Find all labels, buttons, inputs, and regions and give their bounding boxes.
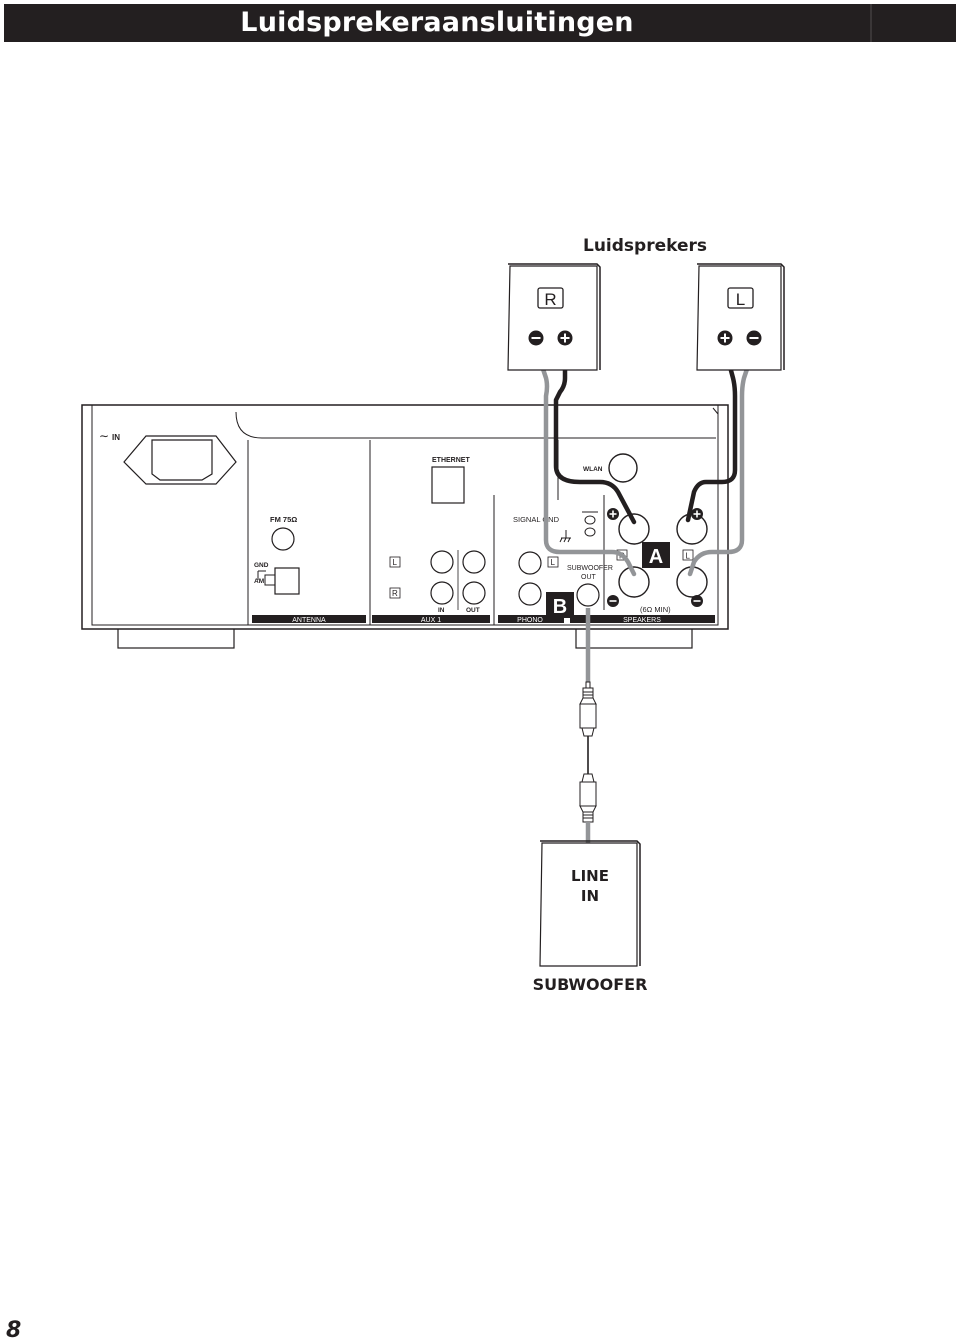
marker-a-box: [642, 542, 670, 568]
panel-plus-icon-l: [691, 508, 703, 520]
cable-l-minus: [687, 345, 757, 577]
speaker-terminal-r-plus[interactable]: [618, 513, 650, 545]
speakers-heading: Luidsprekers: [582, 236, 707, 256]
aux-out-l-jack[interactable]: [462, 550, 486, 574]
phono-l-jack[interactable]: [518, 551, 542, 575]
aux-l-box: [389, 556, 401, 568]
antenna-bar: [252, 615, 366, 623]
ac-in-label: IN: [112, 433, 120, 442]
phono-r-jack[interactable]: [518, 582, 542, 606]
aux-r-box: [389, 587, 401, 599]
speaker-left-label: L: [736, 290, 745, 309]
wlan-antenna-jack[interactable]: [608, 453, 638, 483]
aux-in-r-jack[interactable]: [430, 581, 454, 605]
subwoofer-out-jack[interactable]: [576, 583, 600, 607]
phono-l-label: L: [551, 558, 556, 567]
fm-terminal[interactable]: [271, 527, 295, 551]
phono-l-box: [547, 556, 559, 568]
subwoofer-caption: SUBWOOFER: [533, 975, 648, 994]
aux-in-l-jack[interactable]: [430, 550, 454, 574]
gnd-label: GND: [254, 562, 269, 569]
ac-tilde-icon: ∼: [99, 429, 109, 443]
subwoofer-out-label-1: SUBWOOFER: [567, 565, 613, 572]
ground-icon: [559, 530, 571, 543]
fm-label: FM 75Ω: [270, 515, 297, 524]
signal-gnd-label: SIGNAL GND: [513, 515, 560, 524]
speaker-right-minus-icon: [528, 330, 544, 346]
subwoofer-out-label-2: OUT: [581, 574, 597, 581]
page-title: Luidsprekeraansluitingen: [240, 7, 634, 38]
ac-inlet: [123, 435, 237, 485]
subwoofer-box: [539, 840, 641, 967]
ethernet-label: ETHERNET: [432, 457, 470, 464]
antenna-label: ANTENNA: [292, 617, 326, 624]
speaker-left-plus-icon: [717, 330, 733, 346]
aux-label: AUX 1: [421, 617, 441, 624]
subwoofer-in-label: IN: [581, 887, 599, 905]
panel-minus-icon-l: [691, 595, 703, 607]
panel-minus-icon-r: [607, 595, 619, 607]
speaker-left: [696, 263, 785, 371]
marker-b-label: B: [553, 596, 567, 618]
amplifier-rear-panel: [81, 404, 729, 630]
subwoofer-line-label: LINE: [571, 867, 609, 885]
ethernet-port[interactable]: [431, 466, 465, 504]
speaker-left-minus-icon: [746, 330, 762, 346]
cable-l-plus: [685, 345, 738, 523]
phono-label: PHONO: [517, 617, 543, 624]
cable-r-minus: [533, 345, 637, 577]
cable-r-plus: [553, 345, 637, 525]
panel-plus-icon-r: [607, 508, 619, 520]
rca-plug-top: [579, 681, 597, 737]
speakers-bar: [570, 615, 715, 623]
min-impedance-label: (6Ω MIN): [640, 605, 671, 614]
page-header: Luidsprekeraansluitingen: [4, 4, 956, 42]
aux-l-label: L: [393, 558, 398, 567]
aux-in-label: IN: [438, 607, 445, 614]
am-label: AM: [254, 578, 264, 585]
speaker-l-label: L: [686, 552, 691, 561]
speaker-right-label: R: [544, 290, 556, 309]
aux-out-r-jack[interactable]: [462, 581, 486, 605]
wlan-label: WLAN: [583, 466, 603, 473]
speakers-bar-label: SPEAKERS: [623, 617, 661, 624]
phono-bar: [498, 615, 564, 623]
marker-b-box: [546, 592, 574, 618]
marker-a-label: A: [649, 546, 663, 568]
header-divider: [870, 4, 872, 42]
signal-gnd-terminal[interactable]: [582, 511, 598, 537]
speaker-terminal-r-minus[interactable]: [618, 566, 650, 598]
amp-foot-left: [117, 627, 235, 649]
speaker-right: [507, 263, 601, 371]
aux-bar: [372, 615, 490, 623]
aux-r-label: R: [392, 589, 398, 598]
speaker-l-box: [682, 549, 694, 561]
amp-foot-right: [575, 627, 693, 649]
speaker-right-plus-icon: [557, 330, 573, 346]
rca-plug-bottom: [579, 773, 597, 823]
page-number: 8: [6, 1318, 22, 1343]
aux-out-label: OUT: [466, 607, 480, 614]
